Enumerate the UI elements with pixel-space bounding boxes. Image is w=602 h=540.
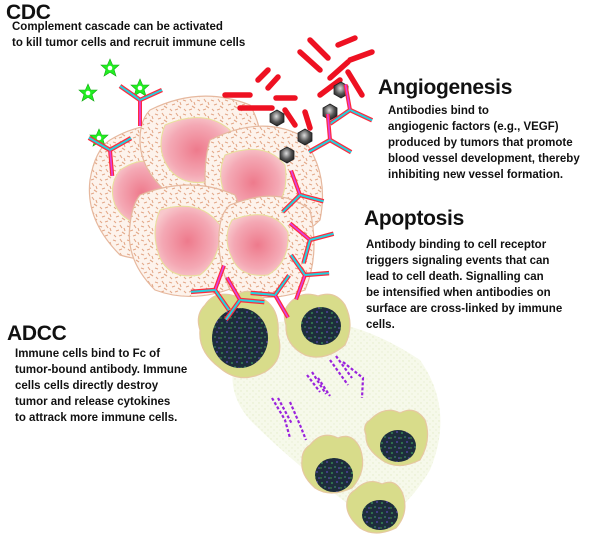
cytokines <box>271 355 365 441</box>
adcc-line: Immune cells bind to Fc of <box>15 348 161 360</box>
cell-debris-haze <box>232 320 441 520</box>
apoptosis-line: surface are cross-linked by immune <box>366 303 563 315</box>
tumor-cell-cluster <box>88 95 324 299</box>
apoptosis-heading: Apoptosis <box>364 207 464 230</box>
immune-cell <box>197 290 281 379</box>
immune-cell <box>301 434 364 494</box>
adcc-line: tumor and release cytokines <box>15 396 171 408</box>
angiogenesis-line: Antibodies bind to <box>388 105 489 117</box>
angiogenesis-description: Antibodies bind to angiogenic factors (e… <box>388 103 580 183</box>
apoptosis-description: Antibody binding to cell receptor trigge… <box>366 237 562 333</box>
immune-cell <box>346 480 406 534</box>
immune-cells <box>197 290 429 534</box>
adcc-description: Immune cells bind to Fc of tumor-bound a… <box>15 346 187 426</box>
adcc-line: to attrack more immune cells. <box>15 412 178 424</box>
angiogenesis-line: produced by tumors that promote <box>388 137 573 149</box>
angiogenesis-line: angiogenic factors (e.g., VEGF) <box>388 121 559 133</box>
cdc-description: Complement cascade can be activated to k… <box>12 19 245 51</box>
apoptosis-line: Antibody binding to cell receptor <box>366 239 547 251</box>
angiogenesis-heading: Angiogenesis <box>378 76 513 99</box>
apoptosis-line: lead to cell death. Signalling can <box>366 271 544 283</box>
immune-cell <box>283 293 351 358</box>
adcc-line: cells cells directly destroy <box>15 380 159 392</box>
apoptosis-line: be intensified when antibodies on <box>366 287 551 299</box>
cdc-line: Complement cascade can be activated <box>12 21 223 33</box>
cdc-heading: CDC <box>6 1 51 24</box>
cdc-line: to kill tumor cells and recruit immune c… <box>12 37 246 49</box>
tumor-cell <box>128 184 247 297</box>
apoptosis-line: triggers signaling events that can <box>366 255 550 267</box>
angiogenesis-line: blood vessel development, thereby <box>388 153 580 165</box>
angiogenesis-line: inhibiting new vessel formation. <box>388 169 564 181</box>
adcc-heading: ADCC <box>7 322 67 345</box>
tumor-cell <box>218 195 315 299</box>
adcc-line: tumor-bound antibody. Immune <box>15 364 188 376</box>
immune-cell <box>364 409 429 467</box>
vegf-factors <box>222 35 375 131</box>
apoptosis-line: cells. <box>366 319 395 331</box>
